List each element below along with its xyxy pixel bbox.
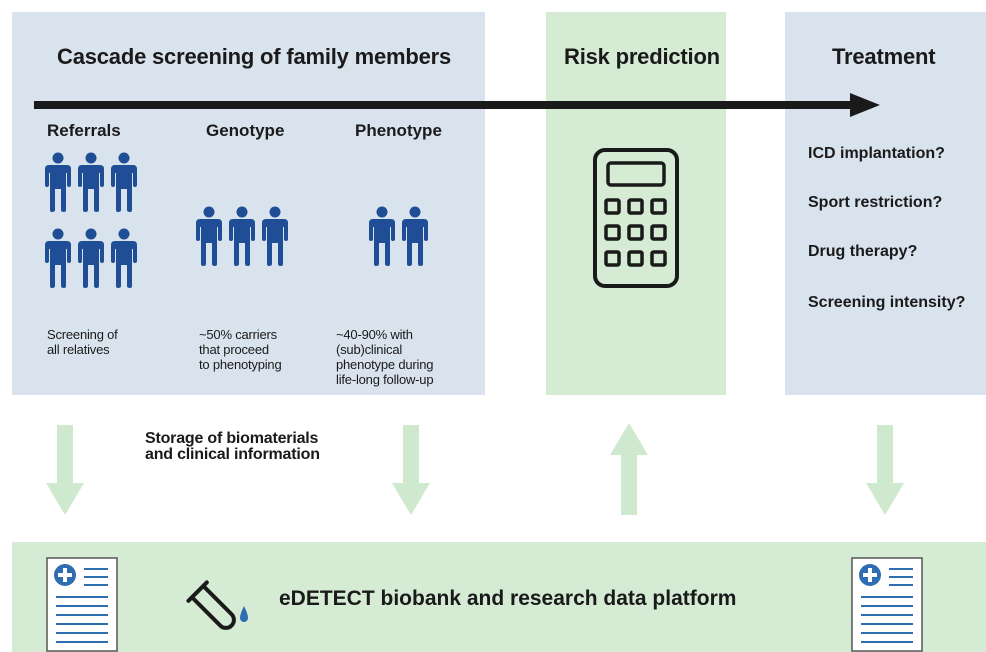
- person-icon: [44, 152, 72, 212]
- person-icon: [110, 152, 138, 212]
- phenotype-caption: ~40-90% with (sub)clinical phenotype dur…: [336, 327, 434, 387]
- person-icon: [77, 152, 105, 212]
- medical-record-icon: [851, 557, 923, 652]
- person-icon: [44, 228, 72, 288]
- genotype-caption: ~50% carriers that proceed to phenotypin…: [199, 327, 282, 372]
- arrow-down-icon: [392, 425, 430, 515]
- storage-label: Storage of biomaterials and clinical inf…: [145, 430, 320, 463]
- arrow-down-icon: [46, 425, 84, 515]
- question-icd: ICD implantation?: [808, 145, 945, 162]
- arrow-up-icon: [610, 423, 648, 515]
- medical-record-icon: [46, 557, 118, 652]
- person-icon: [368, 206, 396, 266]
- person-icon: [228, 206, 256, 266]
- biobank-label: eDETECT biobank and research data platfo…: [279, 587, 737, 610]
- biobank-panel: [12, 542, 986, 652]
- question-screening: Screening intensity?: [808, 294, 966, 311]
- person-icon: [195, 206, 223, 266]
- cascade-heading: Cascade screening of family members: [57, 44, 452, 69]
- phenotype-title: Phenotype: [355, 121, 442, 140]
- risk-heading: Risk prediction: [564, 44, 720, 69]
- person-icon: [77, 228, 105, 288]
- question-sport: Sport restriction?: [808, 194, 943, 211]
- referrals-people-row-2: [44, 228, 138, 288]
- phenotype-people-row: [368, 206, 429, 266]
- treatment-heading: Treatment: [832, 44, 936, 69]
- referrals-caption: Screening of all relatives: [47, 327, 118, 357]
- risk-prediction-panel: [546, 12, 726, 395]
- person-icon: [401, 206, 429, 266]
- referrals-title: Referrals: [47, 121, 121, 140]
- question-drug: Drug therapy?: [808, 243, 918, 260]
- genotype-people-row: [195, 206, 289, 266]
- genotype-title: Genotype: [206, 121, 285, 140]
- arrow-down-icon: [866, 425, 904, 515]
- test-tube-icon: [186, 580, 248, 630]
- person-icon: [261, 206, 289, 266]
- referrals-people-row-1: [44, 152, 138, 212]
- calculator-icon: [593, 148, 679, 288]
- treatment-panel: [785, 12, 986, 395]
- arrow-right-icon: [34, 93, 880, 117]
- cascade-screening-panel: [12, 12, 485, 395]
- person-icon: [110, 228, 138, 288]
